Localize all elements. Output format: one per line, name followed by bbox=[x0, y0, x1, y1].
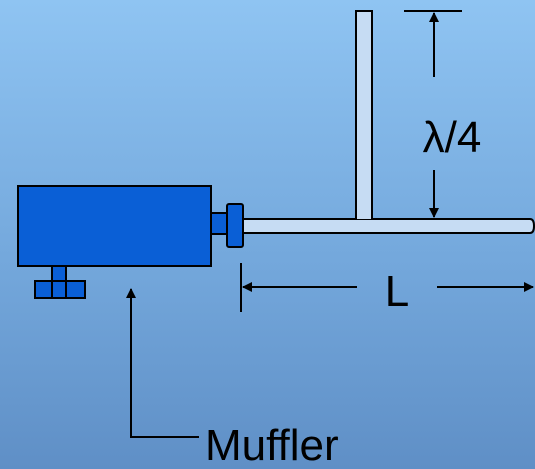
length-dimension: L bbox=[240, 263, 534, 316]
muffler bbox=[17, 185, 244, 299]
muffler-foot-stem bbox=[51, 265, 67, 282]
muffler-callout: Muffler bbox=[126, 288, 339, 469]
pipe-assembly bbox=[242, 10, 535, 234]
length-label: L bbox=[385, 267, 409, 316]
quarter-wave-side-branch bbox=[355, 10, 373, 219]
quarter-wavelength-label: λ/4 bbox=[423, 113, 482, 162]
pipe-flange bbox=[226, 203, 244, 248]
muffler-label: Muffler bbox=[205, 421, 339, 469]
muffler-foot-base bbox=[34, 280, 86, 299]
exhaust-pipe bbox=[242, 218, 535, 234]
quarter-wave-dimension: λ/4 bbox=[404, 10, 482, 218]
pipe-coupling bbox=[210, 212, 228, 235]
muffler-body bbox=[17, 185, 212, 267]
